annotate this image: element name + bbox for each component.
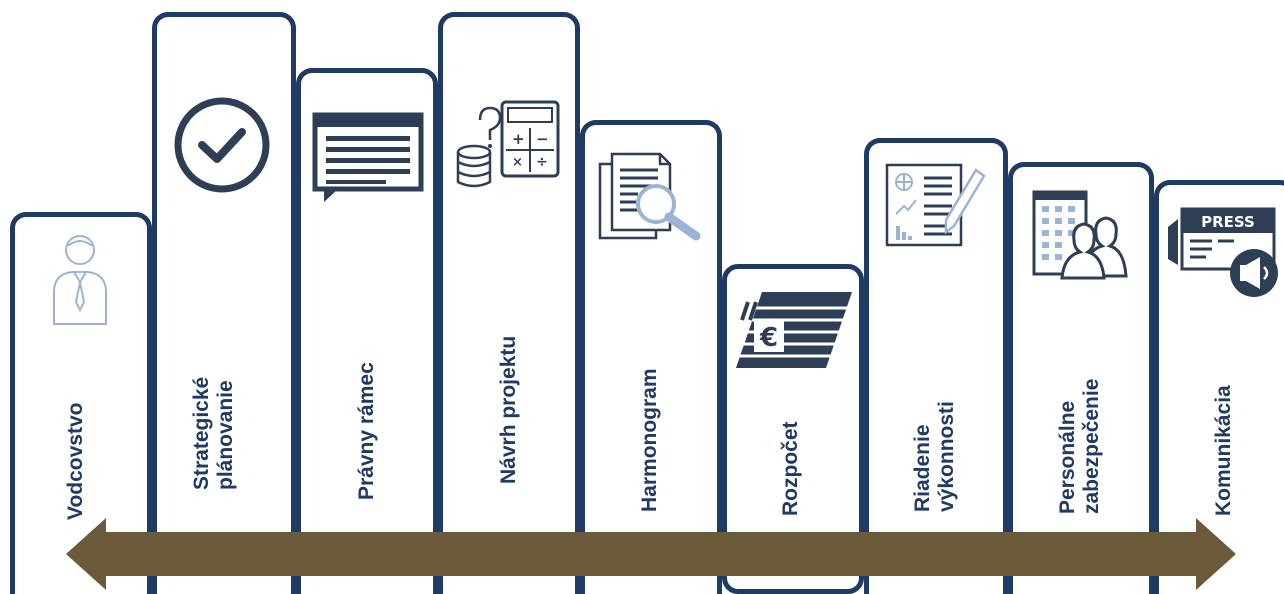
svg-text:×: × [512,155,523,170]
building-people-icon [1032,190,1128,280]
euro-symbol: € [759,323,778,353]
svg-text:÷: ÷ [536,154,548,170]
document-magnifier-icon [598,152,701,241]
svg-text:+: + [512,130,525,148]
calculator-coins-icon: + − × ÷ [456,100,560,188]
document-speech-icon [312,112,424,202]
column-strategic [152,12,296,594]
report-pen-icon [885,163,986,247]
column-leadership [10,212,152,594]
checkmark-circle-icon [174,97,270,193]
press-megaphone-icon: PRESS [1168,207,1278,297]
person-tie-icon [53,235,107,325]
press-label: PRESS [1201,213,1255,231]
svg-text:−: − [536,130,549,148]
euro-banknotes-icon: € [730,292,852,368]
